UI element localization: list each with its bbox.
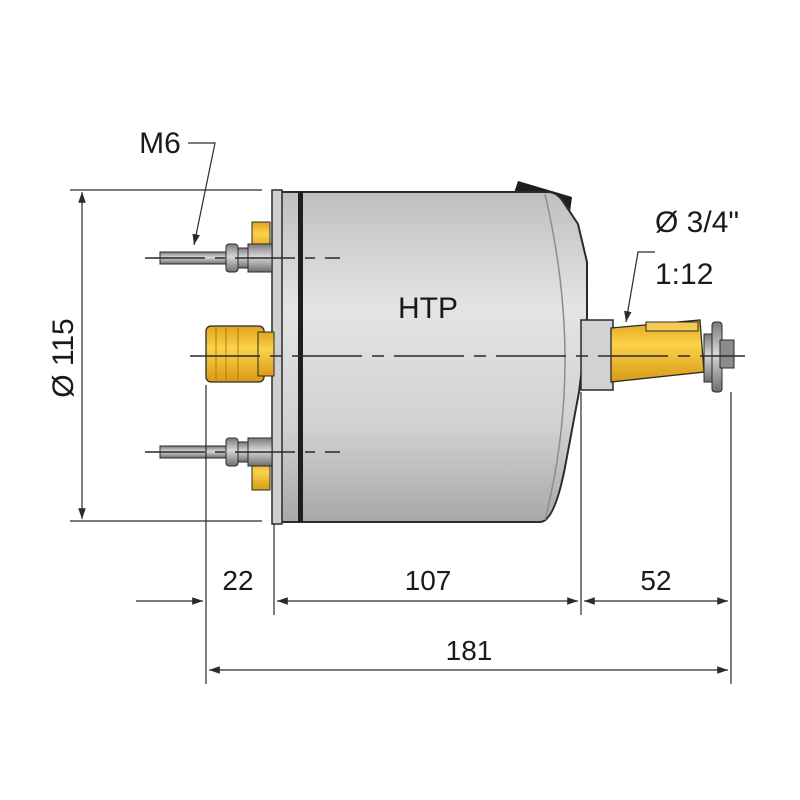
shaft-key xyxy=(645,321,699,332)
hydraulic-fitting xyxy=(205,325,265,383)
shaft-tip xyxy=(719,339,735,369)
fitting-collar xyxy=(257,331,275,377)
diameter-label: Ø 115 xyxy=(47,318,80,398)
center-lines xyxy=(145,257,745,453)
dim-body-length-label: 107 xyxy=(405,565,452,596)
flange-band xyxy=(298,192,303,522)
shaft-label-diameter: Ø 3/4" xyxy=(655,206,739,239)
output-shaft xyxy=(580,319,735,393)
dim-overall-length-label: 181 xyxy=(446,635,493,666)
shaft-label-taper: 1:12 xyxy=(655,258,713,291)
dim-left-projection-label: 22 xyxy=(222,565,253,596)
dim-shaft-length-label: 52 xyxy=(640,565,671,596)
front-fittings xyxy=(159,221,275,491)
bolt-label: M6 xyxy=(139,127,181,160)
body-housing xyxy=(275,191,588,523)
shaft-leader xyxy=(624,251,655,323)
pump-body: HTP xyxy=(271,181,588,525)
shaft-boss xyxy=(580,319,614,391)
body-edge xyxy=(544,193,566,521)
body-label: HTP xyxy=(398,292,458,325)
m6-leader xyxy=(188,142,216,246)
dimensions xyxy=(70,142,732,684)
